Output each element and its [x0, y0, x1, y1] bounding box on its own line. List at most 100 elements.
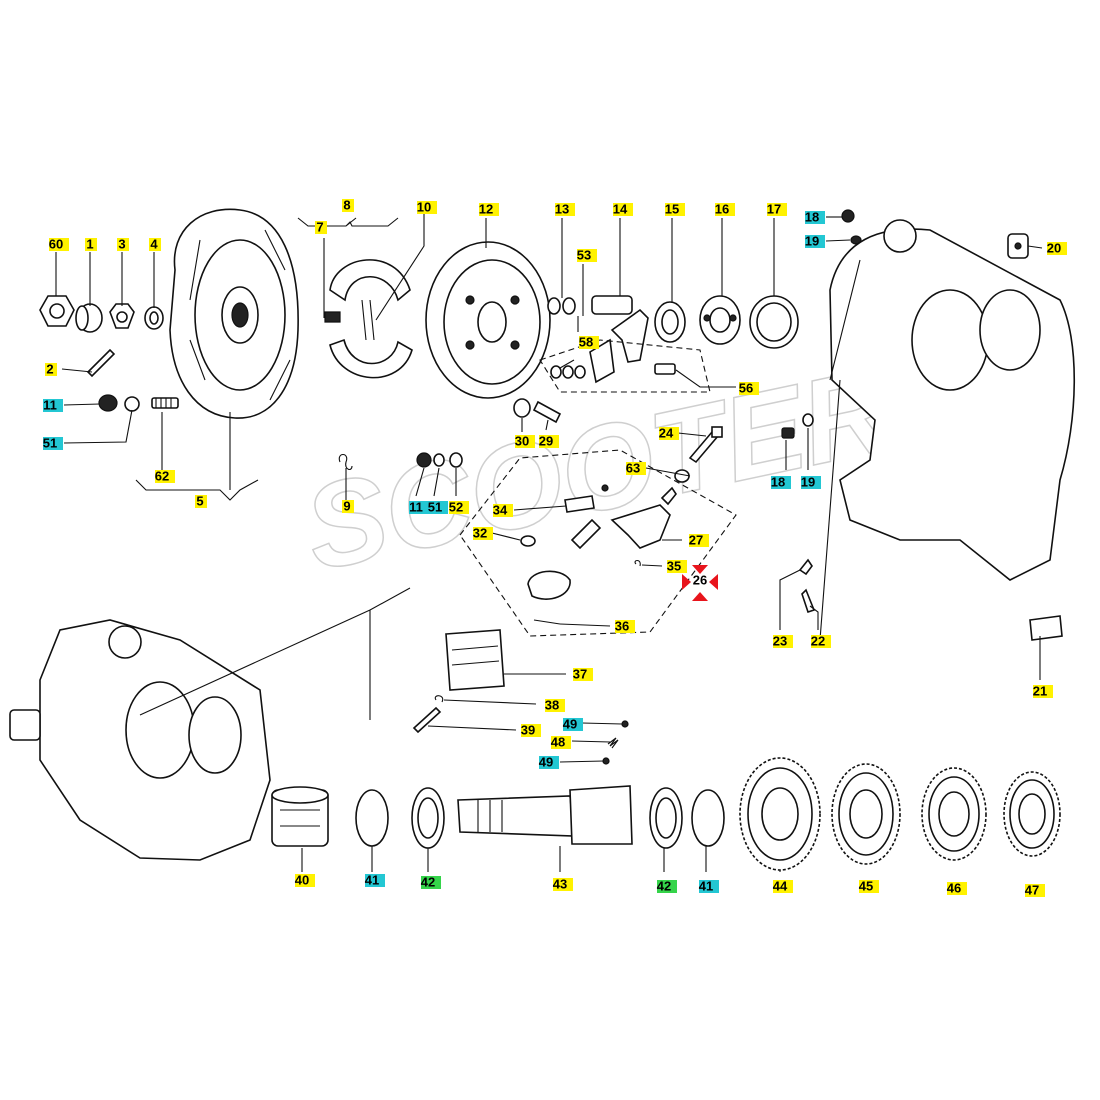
part-number: 42 [657, 879, 671, 894]
circlip-41a [355, 789, 389, 847]
part-label-l30: 30 [515, 434, 535, 449]
label-highlight [539, 756, 559, 769]
part-label-l4: 4 [149, 237, 161, 252]
label-highlight [773, 635, 793, 648]
label-highlight [665, 203, 685, 216]
label-highlight [805, 235, 825, 248]
red-marker-top [692, 565, 708, 574]
leader-lines [55, 212, 1043, 872]
label-highlight [449, 501, 469, 514]
label-highlight [1025, 884, 1045, 897]
bolt-24 [688, 426, 723, 464]
label-highlight [43, 399, 63, 412]
crankcase-right [819, 219, 1076, 641]
stud-62 [151, 397, 179, 409]
part-number: 4 [150, 237, 158, 252]
part-number: 8 [343, 198, 350, 213]
parts-layer [9, 208, 1076, 871]
part-label-l42b: 42 [657, 879, 677, 894]
part-number: 43 [553, 877, 567, 892]
part-number: 2 [46, 362, 53, 377]
part-number: 62 [155, 469, 169, 484]
part-number: 26 [693, 573, 707, 588]
part-number: 35 [667, 559, 681, 574]
label-highlight [573, 668, 593, 681]
washer-52 [449, 452, 463, 468]
label-highlight [1033, 685, 1053, 698]
part-number: 7 [316, 220, 323, 235]
red-marker-bottom [692, 592, 708, 601]
spring-9 [338, 453, 353, 471]
part-number: 53 [577, 248, 591, 263]
gear-44 [739, 757, 821, 871]
part-label-l11a: 11 [43, 398, 63, 413]
part-number: 18 [805, 210, 819, 225]
label-highlight [659, 427, 679, 440]
part-label-l20: 20 [1047, 241, 1067, 256]
label-highlight [195, 495, 207, 508]
clip-38 [434, 695, 444, 703]
part-number: 52 [449, 500, 463, 515]
label-highlight [613, 203, 633, 216]
label-highlight [626, 462, 646, 475]
part-number: 11 [409, 500, 423, 515]
bearing-16 [699, 295, 741, 345]
part-number: 40 [295, 873, 309, 888]
part-label-l10: 10 [417, 200, 437, 215]
label-highlight [295, 874, 315, 887]
part-label-l44: 44 [773, 879, 793, 894]
part-number: 29 [539, 434, 553, 449]
label-highlight [699, 880, 719, 893]
part-number: 41 [365, 873, 379, 888]
part-label-l32: 32 [473, 526, 493, 541]
label-highlight [85, 238, 97, 251]
label-highlight [417, 201, 437, 214]
nut-11b [416, 452, 432, 468]
seal-15 [654, 301, 686, 343]
part-label-l41a: 41 [365, 873, 385, 888]
part-label-l56: 56 [739, 381, 759, 396]
shaft-43 [457, 785, 633, 845]
plug-18a [841, 209, 855, 223]
part-number: 58 [579, 335, 593, 350]
bracket-21 [1029, 615, 1063, 641]
washer-32 [520, 535, 536, 547]
part-number: 51 [43, 436, 57, 451]
label-highlight [515, 435, 535, 448]
label-highlight [715, 203, 735, 216]
part-label-l46: 46 [947, 881, 967, 896]
part-number: 20 [1047, 241, 1061, 256]
part-label-l27: 27 [689, 533, 709, 548]
part-number: 18 [771, 475, 785, 490]
label-highlight [667, 560, 687, 573]
part-label-l51b: 51 [428, 500, 448, 515]
cover-37 [445, 629, 505, 691]
brake-shoes [324, 259, 413, 379]
part-label-l19b: 19 [801, 475, 821, 490]
part-number: 41 [699, 879, 713, 894]
part-label-l26: 26 [693, 573, 707, 588]
label-highlight [342, 500, 354, 513]
plug-18b [781, 427, 795, 439]
bolt-29 [532, 400, 562, 424]
part-number: 12 [479, 202, 493, 217]
part-number: 5 [196, 494, 203, 509]
part-label-l60: 60 [49, 237, 69, 252]
selector-fork-34 [564, 484, 609, 550]
label-highlight [428, 501, 448, 514]
washer-4 [144, 306, 164, 330]
part-label-l62: 62 [155, 469, 175, 484]
part-number: 16 [715, 202, 729, 217]
part-label-l21: 21 [1033, 684, 1053, 699]
part-label-l41b: 41 [699, 879, 719, 894]
part-number: 21 [1033, 684, 1047, 699]
part-label-l2: 2 [45, 362, 57, 377]
part-label-l51a: 51 [43, 436, 63, 451]
part-number: 37 [573, 667, 587, 682]
red-marker-right [709, 574, 718, 590]
part-label-l49a: 49 [563, 717, 583, 732]
part-number: 44 [773, 879, 788, 894]
bolt-56 [654, 363, 676, 375]
part-label-l53: 53 [577, 248, 597, 263]
